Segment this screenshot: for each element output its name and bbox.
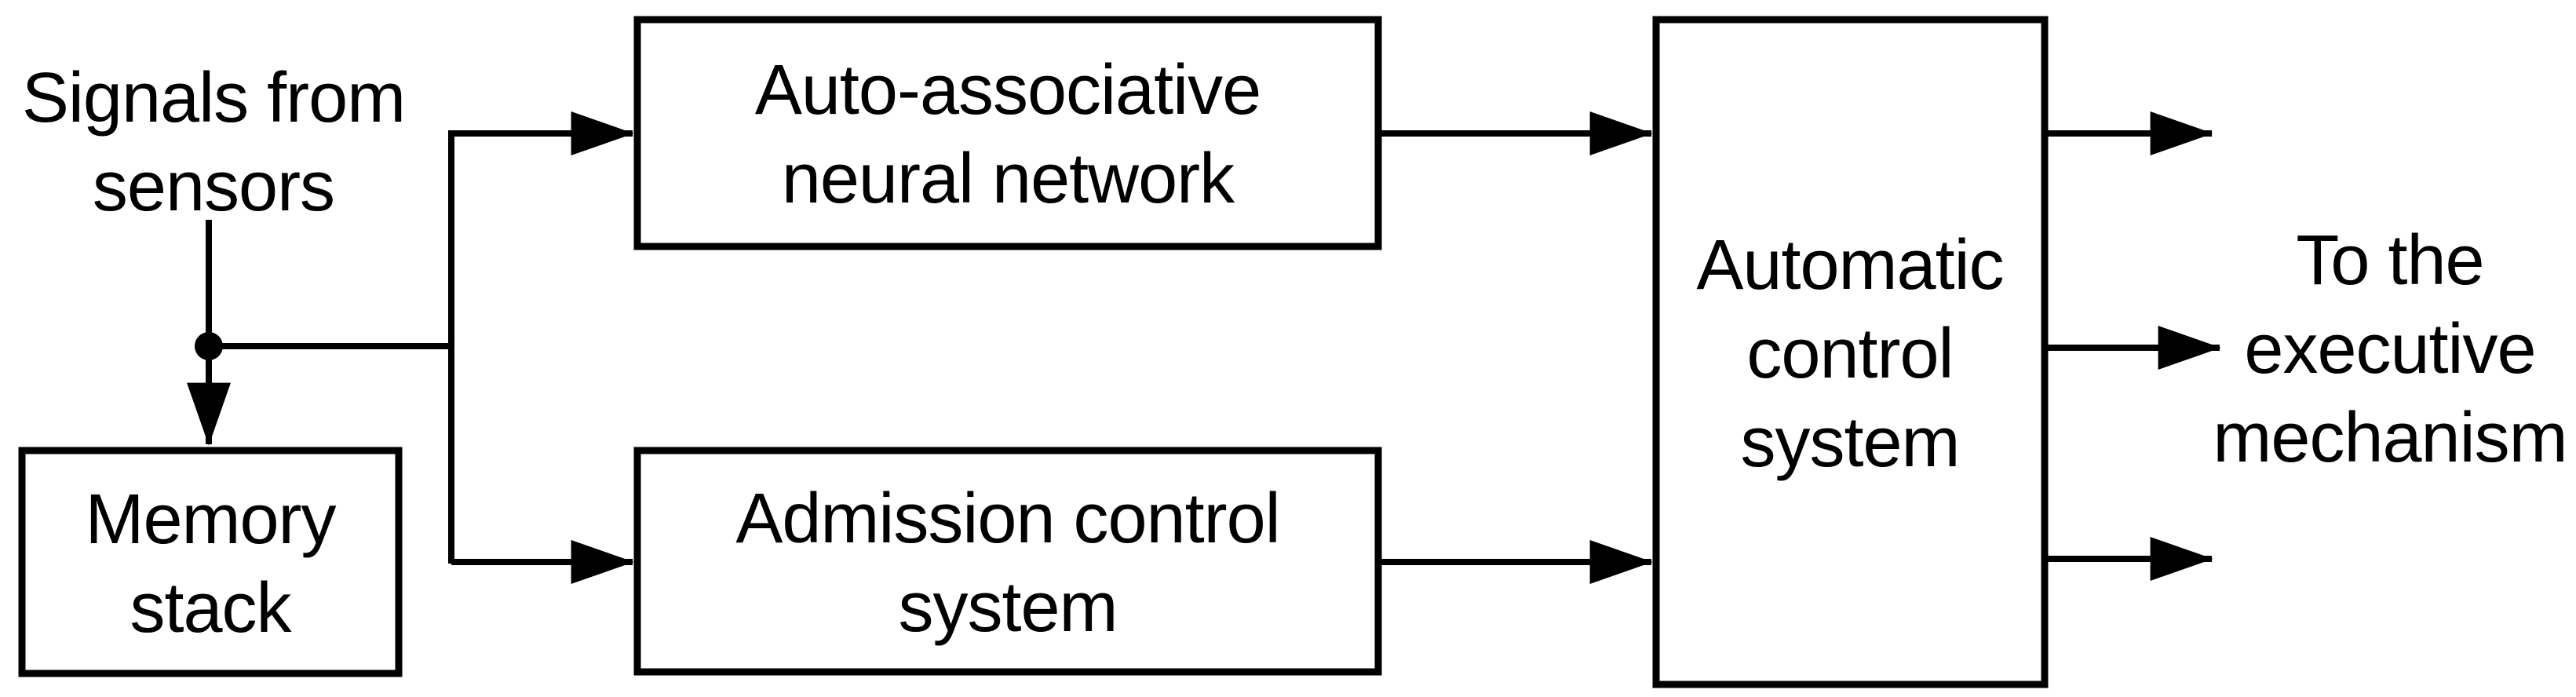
automatic-control-label-line-1: Automatic [1696, 226, 2003, 305]
memory-stack-label-line-1: Memory [85, 480, 336, 559]
sink-label-line-3: mechanism [2213, 399, 2567, 477]
automatic-control-label-line-2: control [1746, 315, 1953, 393]
automatic-control-label-line-3: system [1740, 403, 1959, 482]
automatic-control-node [1652, 16, 2049, 688]
memory-stack-node [18, 447, 403, 677]
auto-associative-label-line-2: neural network [782, 140, 1235, 218]
admission-control-node [633, 447, 1382, 676]
source-label-line-1: Signals from [22, 59, 405, 137]
memory-stack-label-line-2: stack [130, 569, 292, 648]
source-label-line-2: sensors [93, 148, 334, 226]
sink-label-line-1: To the [2296, 221, 2483, 300]
admission-control-label-line-1: Admission control [735, 480, 1279, 558]
admission-control-label-line-2: system [898, 568, 1117, 647]
auto-associative-label-line-1: Auto-associative [755, 51, 1261, 130]
sink-label-line-2: executive [2244, 310, 2535, 389]
auto-associative-node [633, 16, 1382, 250]
